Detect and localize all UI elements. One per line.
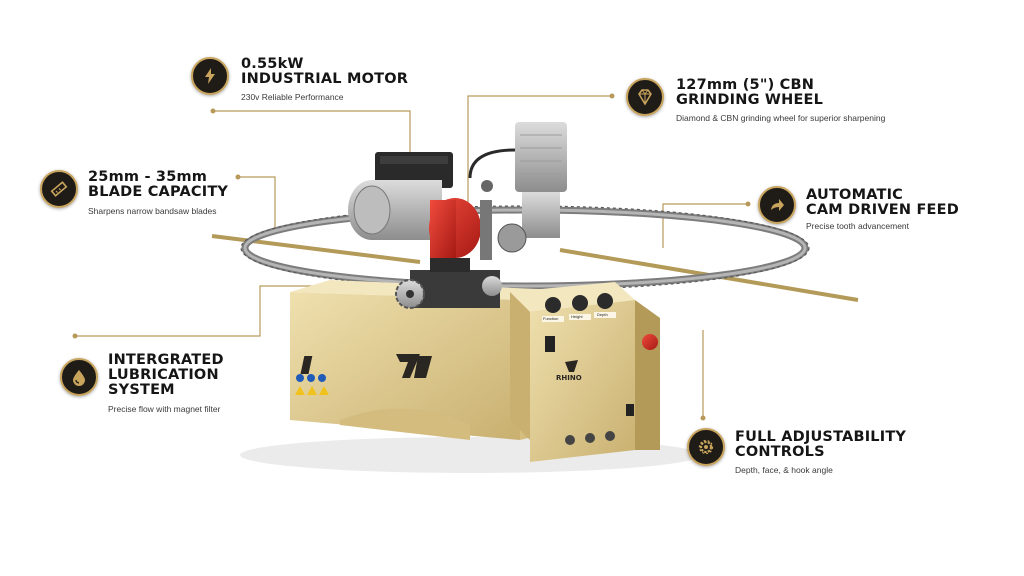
oil-drop-icon bbox=[60, 358, 98, 396]
leader-line-motor bbox=[213, 110, 411, 160]
leader-line-wheel bbox=[467, 95, 612, 230]
diamond-icon bbox=[626, 78, 664, 116]
callout-wheel-title: 127mm (5") CBN GRINDING WHEEL bbox=[676, 77, 824, 108]
callout-controls-title: FULL ADJUSTABILITY CONTROLS bbox=[735, 429, 907, 460]
knob-label-depth: Depth bbox=[597, 312, 608, 317]
callout-feed-title: AUTOMATIC CAM DRIVEN FEED bbox=[806, 187, 959, 218]
callout-controls-subtitle: Depth, face, & hook angle bbox=[735, 465, 833, 475]
brand-logo-mark bbox=[300, 354, 432, 378]
callout-motor-subtitle: 230v Reliable Performance bbox=[241, 92, 344, 102]
power-switch bbox=[545, 336, 555, 352]
callout-feed-subtitle: Precise tooth advancement bbox=[806, 221, 910, 231]
callout-lube-subtitle: Precise flow with magnet filter bbox=[108, 404, 221, 414]
cbn-grinding-wheel bbox=[497, 223, 527, 253]
safety-stickers bbox=[295, 374, 329, 395]
arrow-forward-icon bbox=[758, 186, 796, 224]
knob-label-height: Height bbox=[571, 314, 583, 319]
knob-label-function: Function bbox=[543, 316, 559, 321]
emergency-stop bbox=[642, 334, 658, 350]
rhino-logo-mark bbox=[565, 360, 578, 372]
industrial-motor bbox=[348, 152, 481, 272]
machine-brand-label: RHINO bbox=[556, 374, 582, 382]
callout-blade-subtitle: Sharpens narrow bandsaw blades bbox=[88, 206, 217, 216]
leader-line-lube bbox=[75, 285, 330, 337]
feed-mechanism bbox=[395, 270, 502, 309]
ruler-icon bbox=[40, 170, 78, 208]
grinding-motor bbox=[468, 122, 567, 260]
leader-line-blade bbox=[238, 176, 276, 232]
leader-line-feed bbox=[662, 203, 748, 248]
control-knobs bbox=[542, 293, 616, 322]
callout-blade-title: 25mm - 35mm BLADE CAPACITY bbox=[88, 169, 229, 200]
callout-lube-title: INTERGRATED LUBRICATION SYSTEM bbox=[108, 352, 224, 398]
control-box bbox=[510, 282, 660, 462]
callout-wheel-subtitle: Diamond & CBN grinding wheel for superio… bbox=[676, 113, 886, 123]
gear-icon bbox=[687, 428, 725, 466]
lightning-icon bbox=[191, 57, 229, 95]
callout-motor-title: 0.55kW INDUSTRIAL MOTOR bbox=[241, 56, 409, 87]
